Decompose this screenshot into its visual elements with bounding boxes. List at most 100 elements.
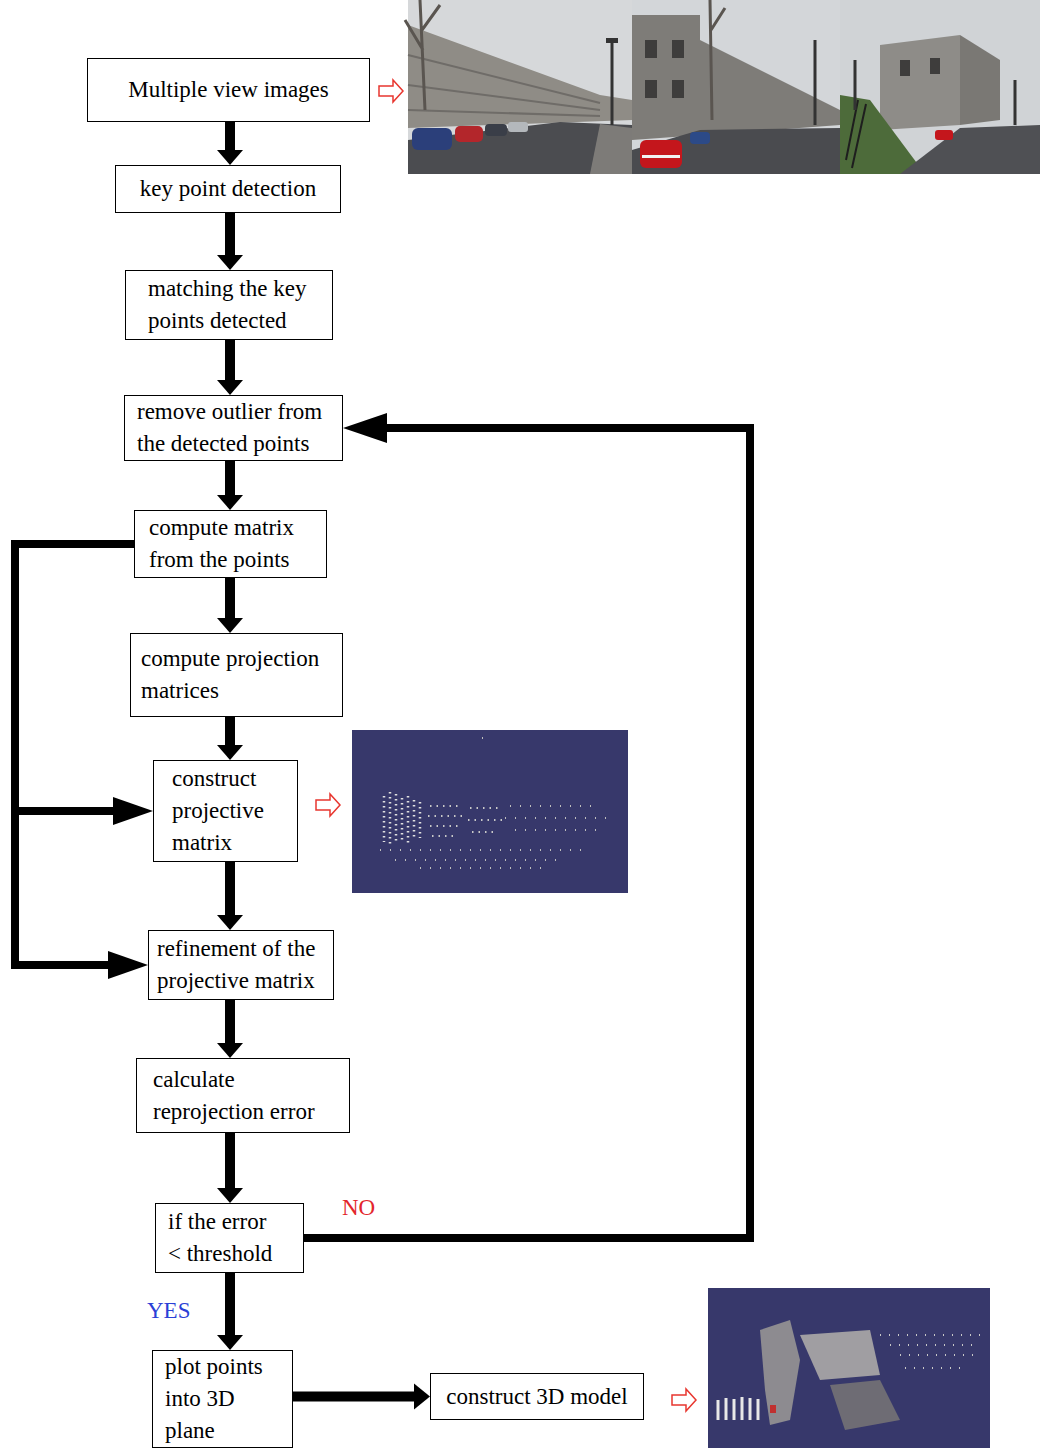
sky	[632, 0, 840, 174]
window	[900, 60, 910, 76]
edge-label: NO	[340, 1195, 377, 1221]
flow-arrow	[217, 717, 243, 760]
box-text: Multiple view images	[96, 74, 361, 106]
box-text: compute projection matrices	[141, 643, 334, 707]
box-text: if the error < threshold	[168, 1206, 278, 1270]
flow-arrow	[304, 413, 750, 1238]
posts	[718, 1397, 758, 1420]
process-box: compute matrix from the points	[134, 510, 327, 578]
arrow-head	[414, 1384, 430, 1410]
arrow-head	[217, 1043, 243, 1058]
arrow-head	[217, 915, 243, 930]
window	[930, 58, 940, 74]
box-text: remove outlier from the detected points	[137, 396, 334, 460]
road	[408, 122, 632, 174]
street-lamp	[611, 42, 614, 125]
box-text: refinement of the projective matrix	[157, 933, 327, 997]
pointer-arrow	[672, 1389, 696, 1411]
arrow-shaft	[304, 428, 750, 1238]
model-surface	[830, 1380, 900, 1430]
flow-arrow	[15, 544, 148, 979]
flow-arrow	[217, 862, 243, 930]
arrow-head	[217, 745, 243, 760]
model-image	[708, 1288, 990, 1448]
road	[900, 125, 1040, 174]
grass-slope	[840, 95, 925, 174]
tree	[710, 0, 725, 120]
point-cloud-image	[352, 730, 628, 893]
arrow-shaft	[225, 1133, 235, 1189]
car	[455, 126, 483, 142]
pointer-arrow	[316, 794, 340, 816]
decision-box: if the error < threshold	[155, 1203, 304, 1273]
arrow-head	[217, 150, 243, 165]
process-box: matching the key points detected	[125, 270, 333, 340]
building	[632, 15, 840, 140]
arrow-head	[108, 951, 148, 979]
box-text: plot points into 3D plane	[165, 1351, 275, 1447]
flow-arrow	[293, 1384, 430, 1410]
stairs	[846, 100, 866, 168]
point-cluster	[384, 792, 420, 846]
building	[880, 35, 960, 130]
building	[408, 25, 632, 128]
arrow-head	[217, 255, 243, 270]
arrow-shaft	[225, 213, 235, 256]
arrow-head	[113, 797, 153, 825]
flow-arrow	[217, 578, 243, 633]
arrow-shaft	[225, 1273, 235, 1336]
model-surface	[760, 1320, 800, 1425]
arrow-head	[217, 618, 243, 633]
process-box: refinement of the projective matrix	[148, 930, 334, 1000]
flow-arrow	[217, 213, 243, 270]
photo-view-1	[405, 0, 632, 174]
car	[508, 122, 528, 132]
sky	[408, 0, 632, 174]
window	[672, 80, 684, 98]
sky	[840, 0, 1040, 174]
box-text: key point detection	[124, 173, 332, 205]
pointer-arrow	[379, 80, 403, 102]
street-lamp	[855, 60, 1015, 125]
arrow-shaft	[225, 122, 235, 151]
sidewalk	[590, 124, 632, 174]
arrow-shaft	[225, 578, 235, 619]
box-text: matching the key points detected	[148, 273, 324, 337]
arrow-head	[343, 413, 387, 443]
arrow-shaft	[225, 461, 235, 496]
model-surface	[800, 1330, 880, 1380]
photo-view-3	[840, 0, 1040, 174]
window	[672, 40, 684, 58]
tree	[405, 0, 440, 110]
arrow-shaft	[225, 717, 235, 746]
flow-arrow	[217, 1133, 243, 1203]
flow-arrow	[217, 1000, 243, 1058]
flow-arrow	[217, 340, 243, 395]
process-box: calculate reprojection error	[136, 1058, 350, 1133]
render-background	[352, 730, 628, 893]
arrow-shaft	[15, 544, 134, 811]
road	[632, 128, 840, 174]
arrow-head	[217, 495, 243, 510]
arrow-head	[217, 380, 243, 395]
point-cluster	[428, 806, 506, 836]
arrow-shaft	[225, 340, 235, 381]
arrow-shaft	[15, 544, 134, 965]
street-lamp	[814, 40, 817, 125]
car	[690, 132, 710, 144]
flow-arrow	[217, 122, 243, 165]
photo-view-2	[632, 0, 840, 174]
process-box: construct 3D model	[430, 1373, 644, 1420]
fire-car	[640, 140, 682, 168]
sparse-points	[380, 738, 610, 868]
process-box: Multiple view images	[87, 58, 370, 122]
building-side	[960, 35, 1000, 125]
render-background	[708, 1288, 990, 1448]
process-box: remove outlier from the detected points	[124, 395, 343, 461]
box-text: construct projective matrix	[172, 763, 289, 859]
arrow-shaft	[225, 862, 235, 916]
window-rows	[408, 55, 600, 116]
car	[485, 124, 507, 136]
process-box: key point detection	[115, 165, 341, 213]
